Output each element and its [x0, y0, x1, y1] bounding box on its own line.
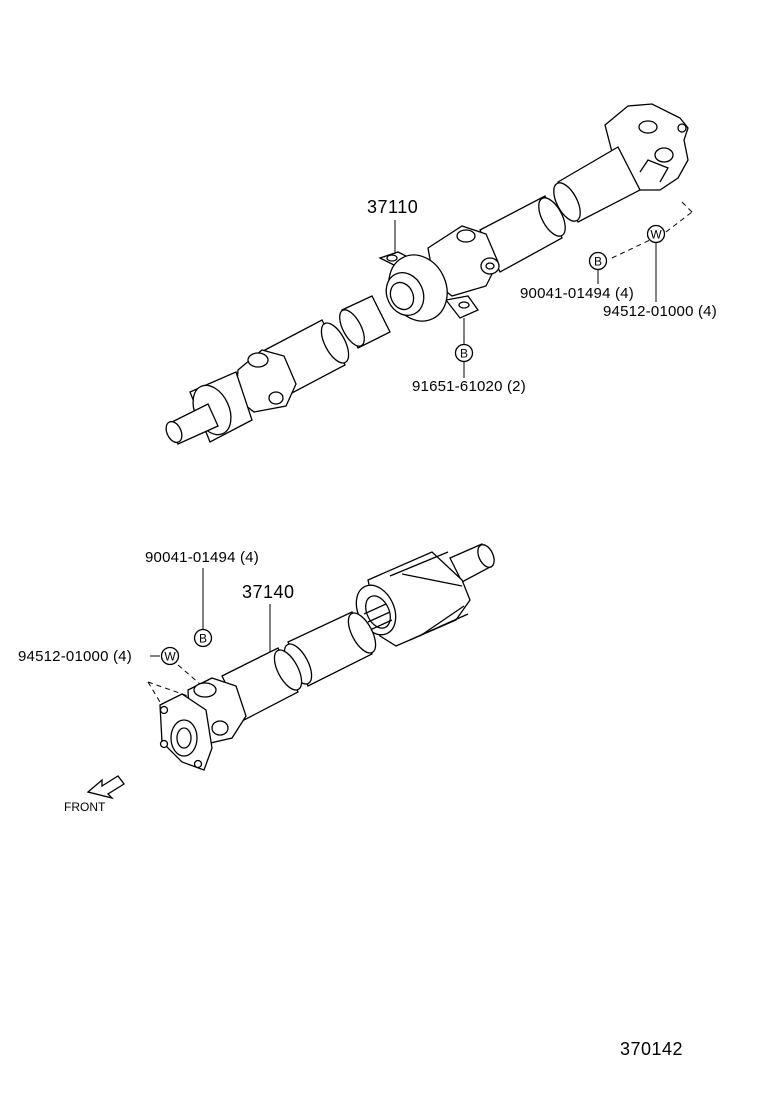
upper-callout-bolt-center: B — [454, 343, 474, 363]
upper-break-segment — [339, 295, 391, 349]
upper-bolt-part-label: 90041-01494 (4) — [520, 285, 634, 302]
lower-leader-lines — [147, 568, 271, 703]
upper-callout-washer: W — [646, 224, 666, 244]
upper-shaft-assembly — [165, 103, 693, 445]
lower-callout-bolt: B — [193, 628, 213, 648]
lower-shaft-assembly — [86, 543, 495, 800]
bolt-symbol: B — [460, 347, 468, 361]
front-label: FRONT — [64, 800, 106, 814]
lower-middle-tube — [283, 611, 377, 687]
lower-bolt-part-label: 90041-01494 (4) — [145, 549, 259, 566]
washer-symbol: W — [650, 228, 662, 242]
upper-assembly-part-number: 37110 — [367, 197, 418, 217]
upper-front-universal-joint — [235, 349, 297, 413]
upper-center-universal-joint — [427, 225, 500, 297]
bolt-symbol: B — [199, 632, 207, 646]
lower-washer-part-label: 94512-01000 (4) — [18, 648, 132, 665]
upper-washer-part-label: 94512-01000 (4) — [603, 303, 717, 320]
lower-callout-washer: W — [160, 646, 180, 666]
bolt-symbol: B — [594, 255, 602, 269]
front-direction-arrow-icon — [86, 775, 125, 800]
diagram-id: 370142 — [620, 1039, 683, 1059]
upper-sleeve-yoke — [165, 371, 253, 445]
upper-rear-tube — [553, 146, 641, 223]
center-support-bearing — [378, 251, 479, 322]
washer-symbol: W — [164, 650, 176, 664]
lower-assembly-part-number: 37140 — [242, 582, 295, 602]
lower-rear-stub-shaft — [449, 543, 495, 583]
upper-leader-lines — [394, 199, 693, 378]
upper-callout-bolt-rear: B — [588, 251, 608, 271]
upper-center-bolt-part-label: 91651-61020 (2) — [412, 378, 526, 395]
lower-front-flange-yoke — [159, 693, 213, 771]
